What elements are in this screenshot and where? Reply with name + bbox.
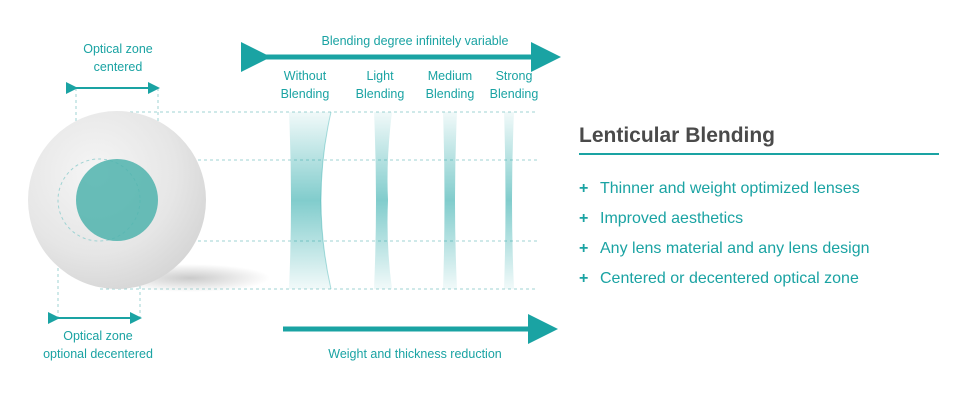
weight-reduction-label: Weight and thickness reduction	[328, 347, 502, 361]
plus-icon: +	[579, 270, 589, 287]
feature-item: + Improved aesthetics	[579, 204, 870, 234]
feature-text: Centered or decentered optical zone	[600, 270, 859, 287]
feature-item: + Thinner and weight optimized lenses	[579, 174, 870, 204]
lens-profile-medium-blending	[443, 112, 457, 289]
lens-profile-strong-blending	[504, 112, 514, 289]
lens-profile-light-blending	[374, 112, 392, 289]
feature-item: + Centered or decentered optical zone	[579, 264, 870, 294]
lens-type-label-strong: Strong Blending	[489, 69, 539, 101]
optical-zone-decentered-label: Optical zone optional decentered	[43, 329, 153, 361]
plus-icon: +	[579, 240, 589, 257]
feature-text: Improved aesthetics	[600, 210, 744, 227]
feature-list: + Thinner and weight optimized lenses + Im…	[579, 174, 870, 294]
plus-icon: +	[579, 180, 589, 197]
lens-type-label-medium: Medium Blending	[425, 69, 475, 101]
lens-profile-without-blending	[289, 111, 332, 290]
section-title: Lenticular Blending	[579, 124, 776, 147]
feature-item: + Any lens material and any lens design	[579, 234, 870, 264]
feature-text: Any lens material and any lens design	[600, 240, 870, 257]
plus-icon: +	[579, 210, 589, 227]
feature-text: Thinner and weight optimized lenses	[600, 180, 860, 197]
optical-zone-centered-label: Optical zone centered	[83, 42, 153, 74]
title-underline	[579, 153, 939, 155]
lens-type-label-light: Light Blending	[355, 69, 405, 101]
blending-degree-label: Blending degree infinitely variable	[321, 34, 509, 48]
optical-zone	[76, 159, 158, 241]
lens-type-label-without: Without Blending	[280, 69, 330, 101]
